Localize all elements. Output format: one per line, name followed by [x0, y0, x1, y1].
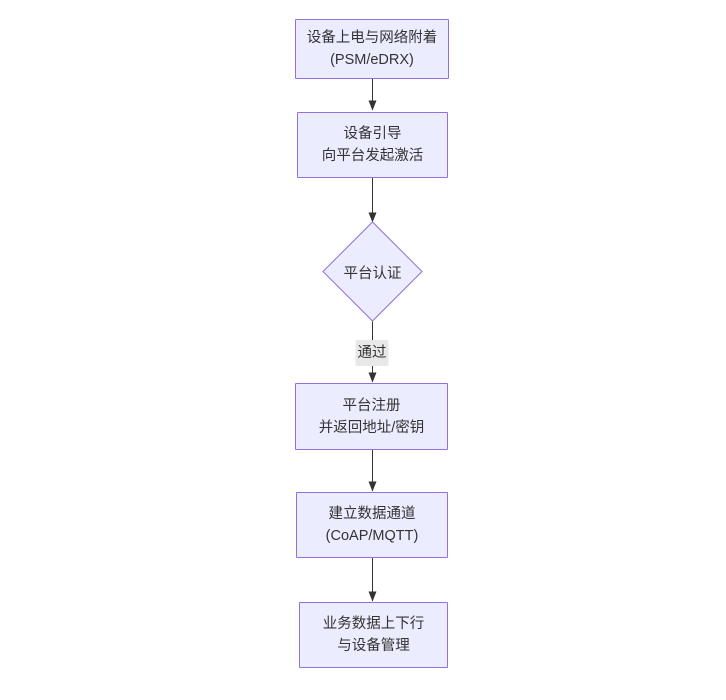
- node-platform-register: 平台注册 并返回地址/密钥: [295, 383, 448, 450]
- node-data-channel-line1: 建立数据通道: [328, 506, 416, 522]
- node-device-bootstrap-line1: 设备引导: [343, 126, 402, 142]
- node-business-data-line2: 与设备管理: [337, 638, 410, 654]
- node-business-data: 业务数据上下行 与设备管理: [299, 602, 448, 668]
- node-platform-auth: 平台认证: [322, 223, 423, 321]
- node-power-attach: 设备上电与网络附着 (PSM/eDRX): [295, 19, 449, 79]
- edge-label-pass: 通过: [355, 340, 389, 366]
- node-power-attach-line2: (PSM/eDRX): [330, 52, 414, 68]
- node-data-channel: 建立数据通道 (CoAP/MQTT): [296, 492, 448, 558]
- node-platform-register-line2: 并返回地址/密钥: [318, 419, 425, 436]
- node-business-data-line1: 业务数据上下行: [322, 616, 425, 632]
- node-platform-register-line1: 平台注册: [342, 397, 401, 414]
- node-data-channel-line2: (CoAP/MQTT): [325, 528, 419, 544]
- node-device-bootstrap: 设备引导 向平台发起激活: [297, 112, 448, 178]
- node-device-bootstrap-line2: 向平台发起激活: [321, 148, 424, 164]
- node-power-attach-line1: 设备上电与网络附着: [306, 30, 438, 46]
- node-platform-auth-label: 平台认证: [343, 265, 402, 282]
